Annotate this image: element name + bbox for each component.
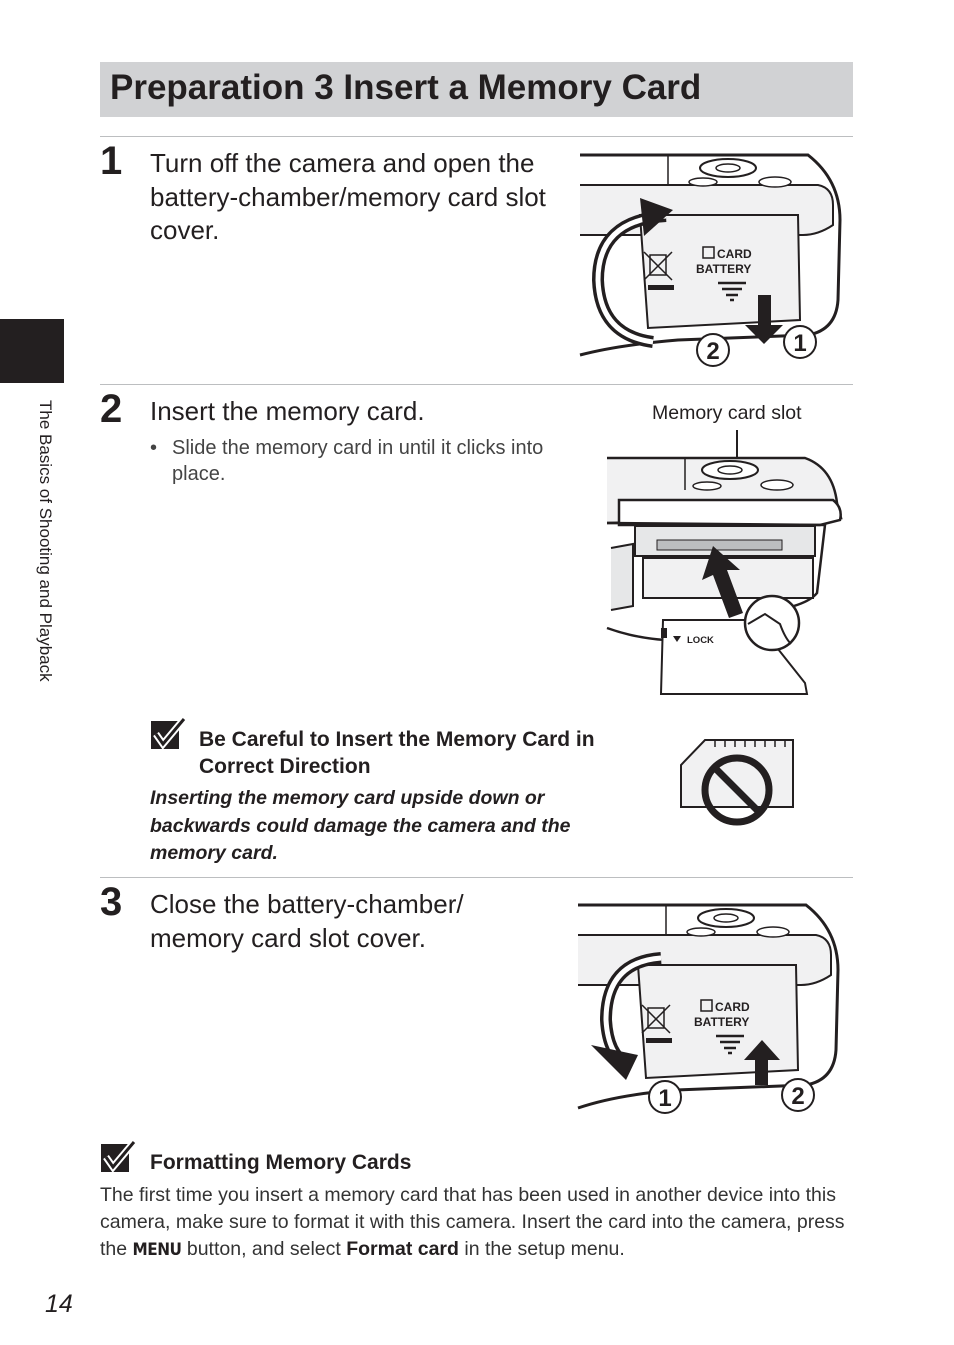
page-number: 14 — [45, 1290, 73, 1318]
open-cover-illustration: CARD BATTERY 1 2 — [579, 153, 842, 367]
menu-button-glyph: MENU — [132, 1240, 182, 1260]
cover-battery-label: BATTERY — [694, 1015, 749, 1029]
no-disposal-icon — [641, 1004, 672, 1043]
insert-arrow-icon — [702, 546, 743, 618]
step-2-number: 2 — [100, 387, 123, 431]
memory-card-slot-callout: Memory card slot — [652, 402, 802, 424]
cover-battery-label: BATTERY — [696, 262, 751, 276]
section-tab: The Basics of Shooting and Playback — [25, 400, 55, 740]
title-bar: Preparation 3 Insert a Memory Card — [100, 62, 853, 117]
caution-check-icon — [151, 718, 186, 750]
formatting-text-before: The first time you insert a memory card … — [100, 1184, 845, 1260]
card-lock-label: LOCK — [687, 635, 714, 646]
step-3-text: Close the battery-chamber/ memory card s… — [150, 889, 464, 953]
open-arrow-icon — [640, 198, 673, 236]
cover-card-label: CARD — [717, 247, 752, 261]
close-cover-illustration: CARD BATTERY 1 2 — [577, 903, 840, 1114]
up-arrow-icon — [744, 1040, 780, 1085]
caution-body: Inserting the memory card upside down or… — [150, 787, 571, 864]
insert-card-illustration: LOCK — [606, 430, 843, 695]
marker-2: 2 — [706, 338, 719, 365]
section-tab-label: The Basics of Shooting and Playback — [36, 400, 55, 682]
page-title: Preparation 3 Insert a Memory Card — [110, 68, 702, 107]
marker-2: 2 — [791, 1083, 804, 1110]
prohibited-icon — [701, 754, 773, 826]
marker-1: 1 — [658, 1085, 671, 1112]
section-tab-marker — [0, 319, 64, 383]
divider — [100, 384, 853, 385]
step-2-text: Insert the memory card. — [150, 396, 425, 426]
close-arrow-icon — [591, 1045, 638, 1080]
formatting-text-after: in the setup menu. — [464, 1238, 625, 1260]
formatting-heading: Formatting Memory Cards — [150, 1151, 412, 1174]
wrong-direction-illustration — [680, 739, 794, 826]
marker-1: 1 — [793, 330, 806, 357]
divider — [100, 136, 853, 137]
step-2-bullet: Slide the memory card in until it clicks… — [172, 437, 544, 485]
lock-detail-magnifier — [743, 594, 801, 652]
no-disposal-icon — [643, 251, 674, 290]
step-3-number: 3 — [100, 880, 123, 924]
formatting-check-icon — [101, 1141, 136, 1173]
divider — [100, 877, 853, 878]
down-arrow-icon — [745, 295, 783, 344]
cover-card-label: CARD — [715, 1000, 750, 1014]
caution-heading: Be Careful to Insert the Memory Card in … — [199, 728, 595, 778]
formatting-paragraph: The first time you insert a memory card … — [100, 1182, 854, 1264]
step-1-text: Turn off the camera and open the battery… — [150, 148, 546, 245]
format-card-option: Format card — [346, 1238, 459, 1260]
step-1-number: 1 — [100, 139, 123, 183]
bullet-dot: • — [150, 437, 158, 459]
formatting-text-middle: button, and select — [186, 1238, 341, 1260]
